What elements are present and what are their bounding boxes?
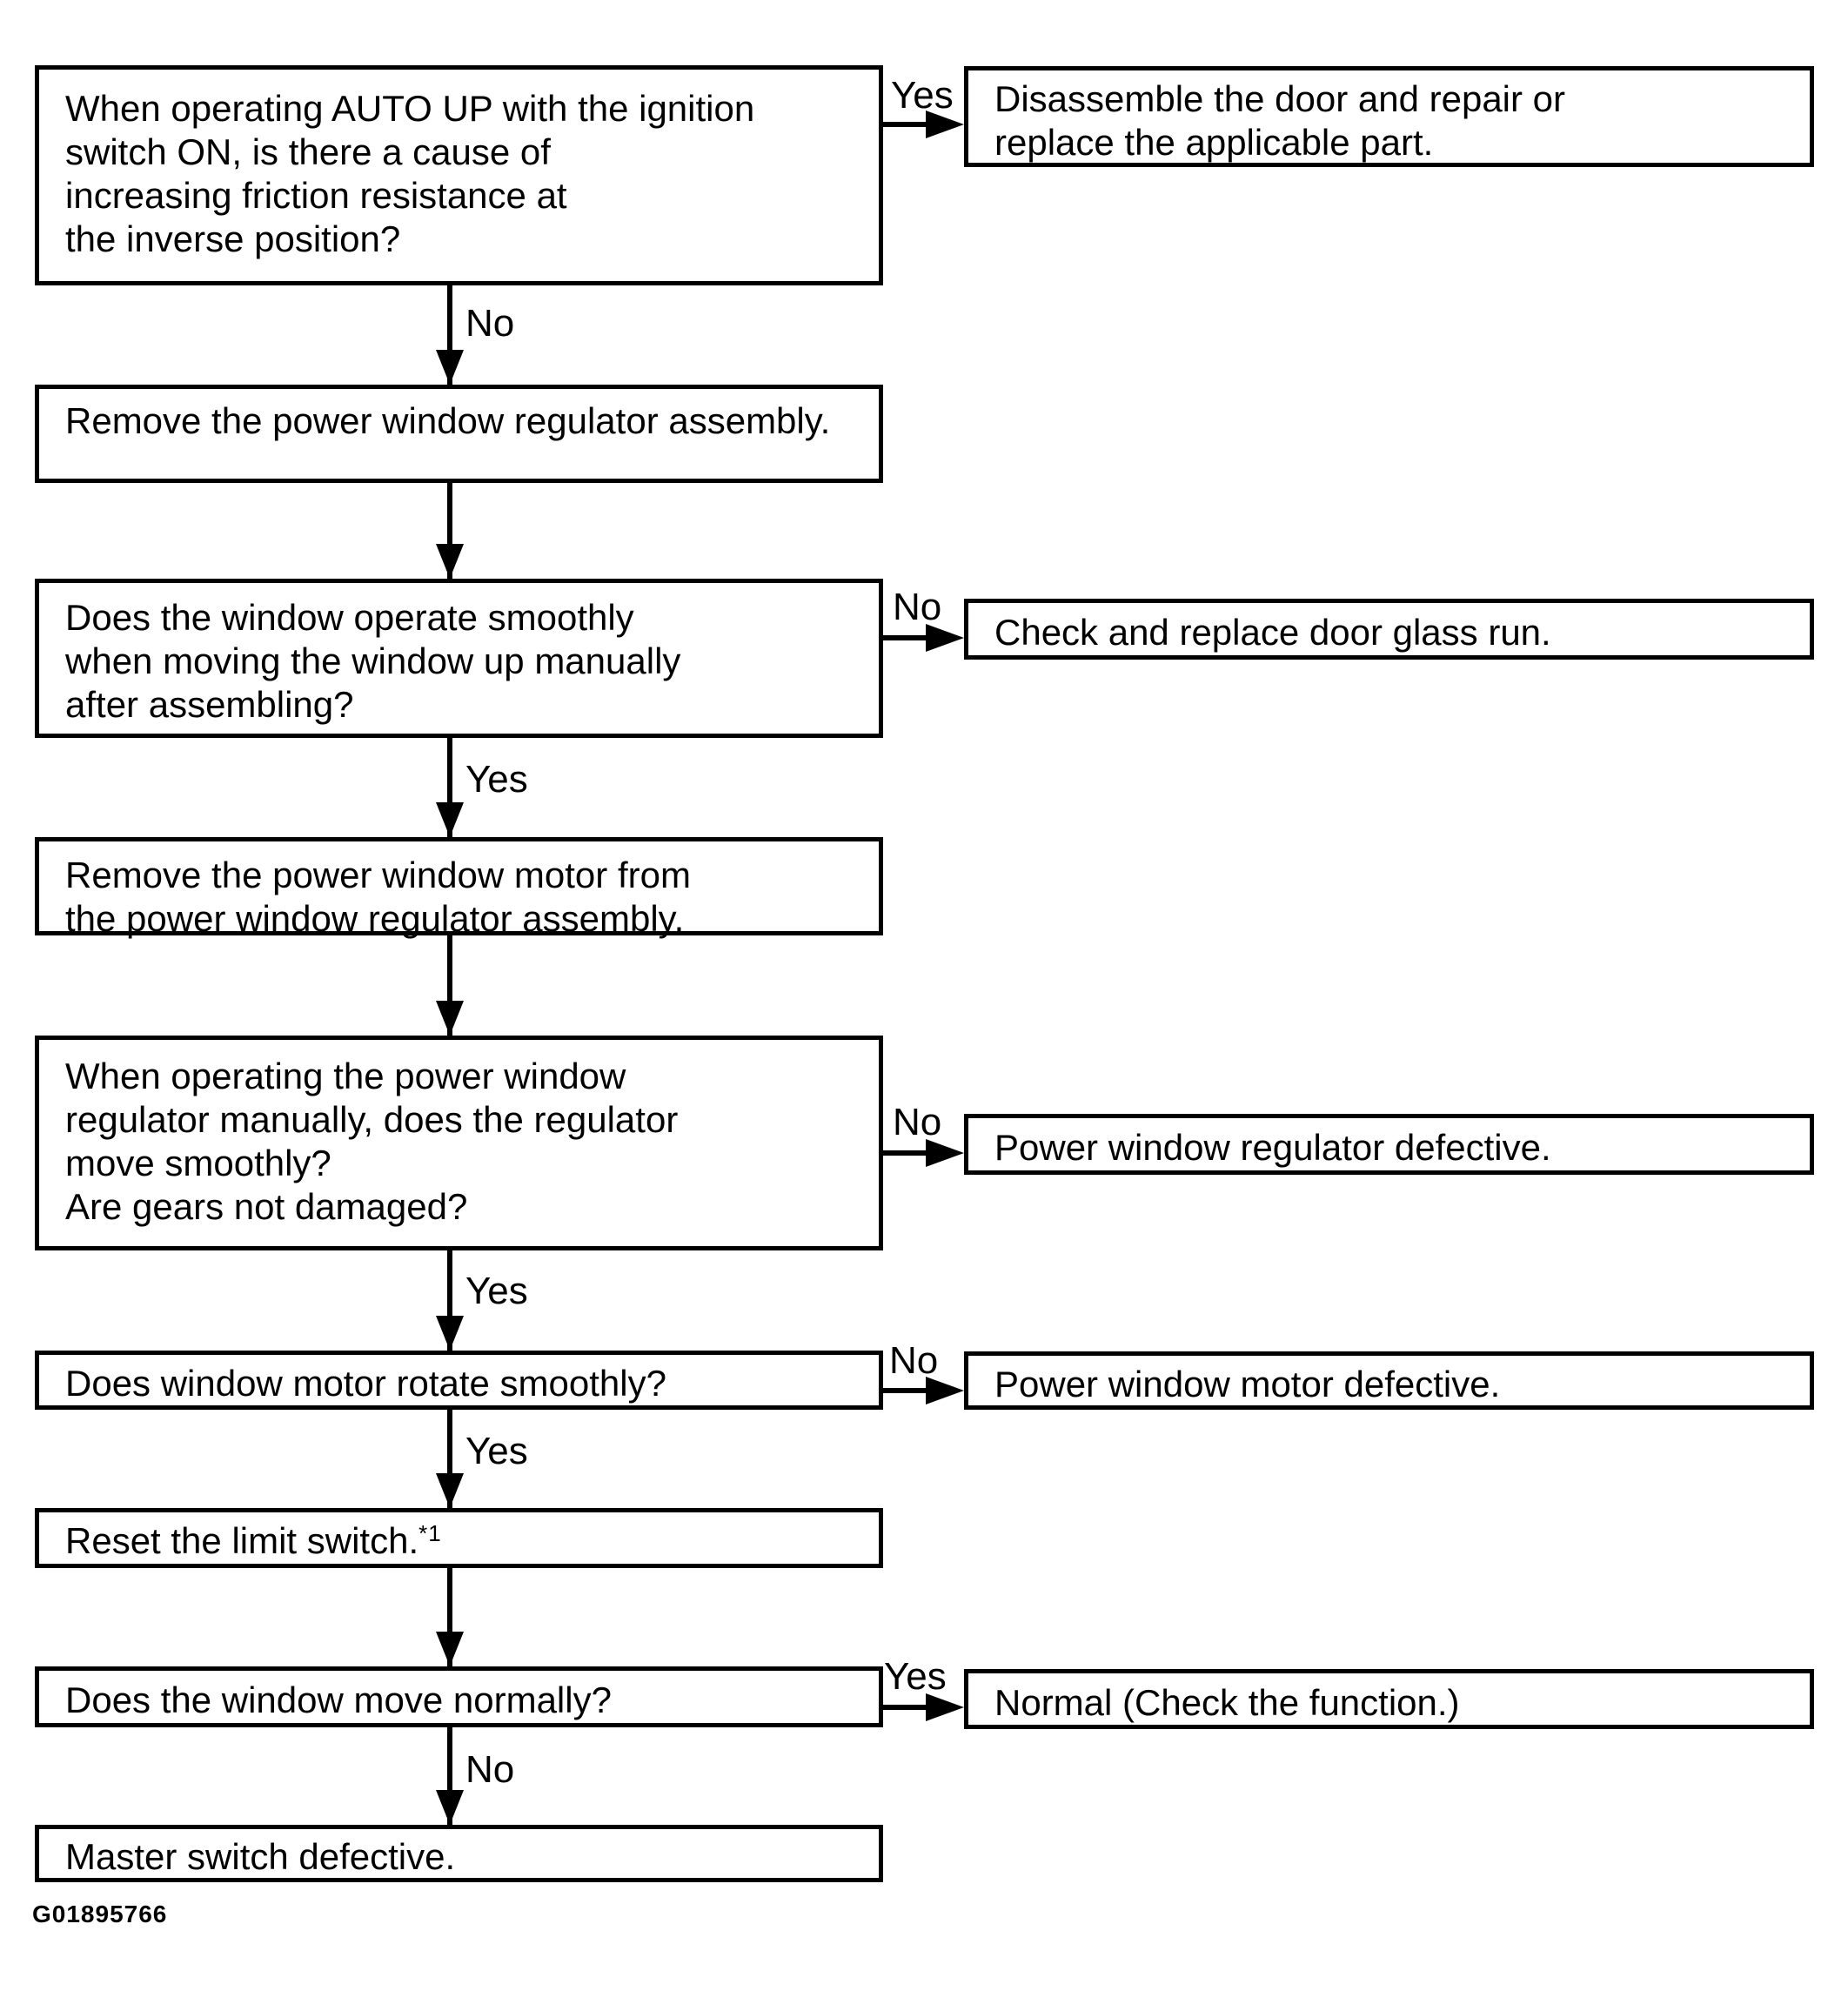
reset-limit-switch-text: Reset the limit switch.	[65, 1520, 419, 1561]
flow-node-end-motor-defective: Power window motor defective.	[964, 1351, 1814, 1410]
arrowhead-right-icon	[926, 1139, 964, 1167]
flow-node-text: Reset the limit switch.*1	[39, 1519, 879, 1567]
flow-node-text: When operating the power window regulato…	[65, 1056, 679, 1227]
arrowhead-right-icon	[926, 111, 964, 138]
connector-line-down-7	[447, 1568, 452, 1666]
flow-node-text: Disassemble the door and repair or repla…	[994, 78, 1566, 163]
connector-line-right-1	[883, 122, 935, 127]
edge-label-yes: Yes	[465, 1270, 528, 1312]
flow-node-text: Remove the power window regulator assemb…	[65, 400, 831, 441]
flow-node-text: When operating AUTO UP with the ignition…	[65, 88, 755, 259]
flow-node-end-replace-glass-run: Check and replace door glass run.	[964, 599, 1814, 660]
arrowhead-right-icon	[926, 624, 964, 652]
connector-line-right-5	[883, 1705, 935, 1710]
flow-node-act-remove-regulator: Remove the power window regulator assemb…	[35, 385, 883, 483]
flow-node-text: Check and replace door glass run.	[994, 612, 1551, 653]
connector-line-right-4	[883, 1388, 935, 1393]
flow-node-act-reset-limit-switch: Reset the limit switch.*1	[35, 1508, 883, 1568]
flow-node-end-disassemble-door: Disassemble the door and repair or repla…	[964, 66, 1814, 167]
connector-line-right-2	[883, 635, 935, 640]
flow-node-end-normal: Normal (Check the function.)	[964, 1669, 1814, 1729]
edge-label-no: No	[465, 1748, 515, 1791]
flow-node-text: Power window regulator defective.	[994, 1127, 1551, 1168]
edge-label-yes: Yes	[884, 1655, 947, 1698]
flow-node-text: Does the window operate smoothly when mo…	[65, 597, 681, 725]
flow-node-end-master-switch-defective: Master switch defective.	[35, 1825, 883, 1882]
connector-line-down-1	[447, 285, 452, 385]
arrowhead-down-icon	[436, 350, 464, 385]
edge-label-yes: Yes	[465, 758, 528, 801]
edge-label-no: No	[465, 302, 515, 345]
flow-node-text: Does window motor rotate smoothly?	[65, 1363, 666, 1404]
flow-node-text: Normal (Check the function.)	[994, 1682, 1460, 1723]
flow-node-q-motor-rotates-smoothly: Does window motor rotate smoothly?	[35, 1351, 883, 1410]
flow-node-act-remove-motor: Remove the power window motor from the p…	[35, 837, 883, 939]
arrowhead-down-icon	[436, 1790, 464, 1825]
arrowhead-down-icon	[436, 1473, 464, 1508]
connector-line-down-3	[447, 738, 452, 837]
arrowhead-right-icon	[926, 1693, 964, 1721]
connector-line-down-2	[447, 483, 452, 579]
flow-node-end-regulator-defective: Power window regulator defective.	[964, 1114, 1814, 1175]
flow-node-text: Master switch defective.	[65, 1836, 456, 1877]
flow-node-text: Does the window move normally?	[65, 1679, 612, 1720]
arrowhead-right-icon	[926, 1377, 964, 1404]
edge-label-no: No	[889, 1339, 939, 1382]
flow-node-q-window-operates-smoothly: Does the window operate smoothly when mo…	[35, 579, 883, 738]
edge-label-yes: Yes	[465, 1430, 528, 1472]
flow-node-text: Power window motor defective.	[994, 1364, 1501, 1404]
connector-line-right-3	[883, 1150, 935, 1156]
connector-line-down-5	[447, 1250, 452, 1351]
arrowhead-down-icon	[436, 1316, 464, 1351]
connector-line-down-4	[447, 935, 452, 1036]
flow-node-q-regulator-moves-smoothly: When operating the power window regulato…	[35, 1036, 883, 1250]
arrowhead-down-icon	[436, 1001, 464, 1036]
flow-node-q-auto-up-friction: When operating AUTO UP with the ignition…	[35, 65, 883, 285]
edge-label-no: No	[893, 1101, 942, 1143]
connector-line-down-6	[447, 1410, 452, 1508]
arrowhead-down-icon	[436, 1632, 464, 1666]
flow-node-text: Remove the power window motor from the p…	[65, 855, 691, 939]
figure-code: G01895766	[32, 1900, 168, 1927]
edge-label-no: No	[893, 586, 942, 628]
connector-line-down-8	[447, 1727, 452, 1825]
footnote-ref: *1	[418, 1520, 442, 1546]
flow-node-q-window-moves-normally: Does the window move normally?	[35, 1666, 883, 1727]
arrowhead-down-icon	[436, 802, 464, 837]
edge-label-yes: Yes	[891, 74, 954, 117]
arrowhead-down-icon	[436, 544, 464, 579]
